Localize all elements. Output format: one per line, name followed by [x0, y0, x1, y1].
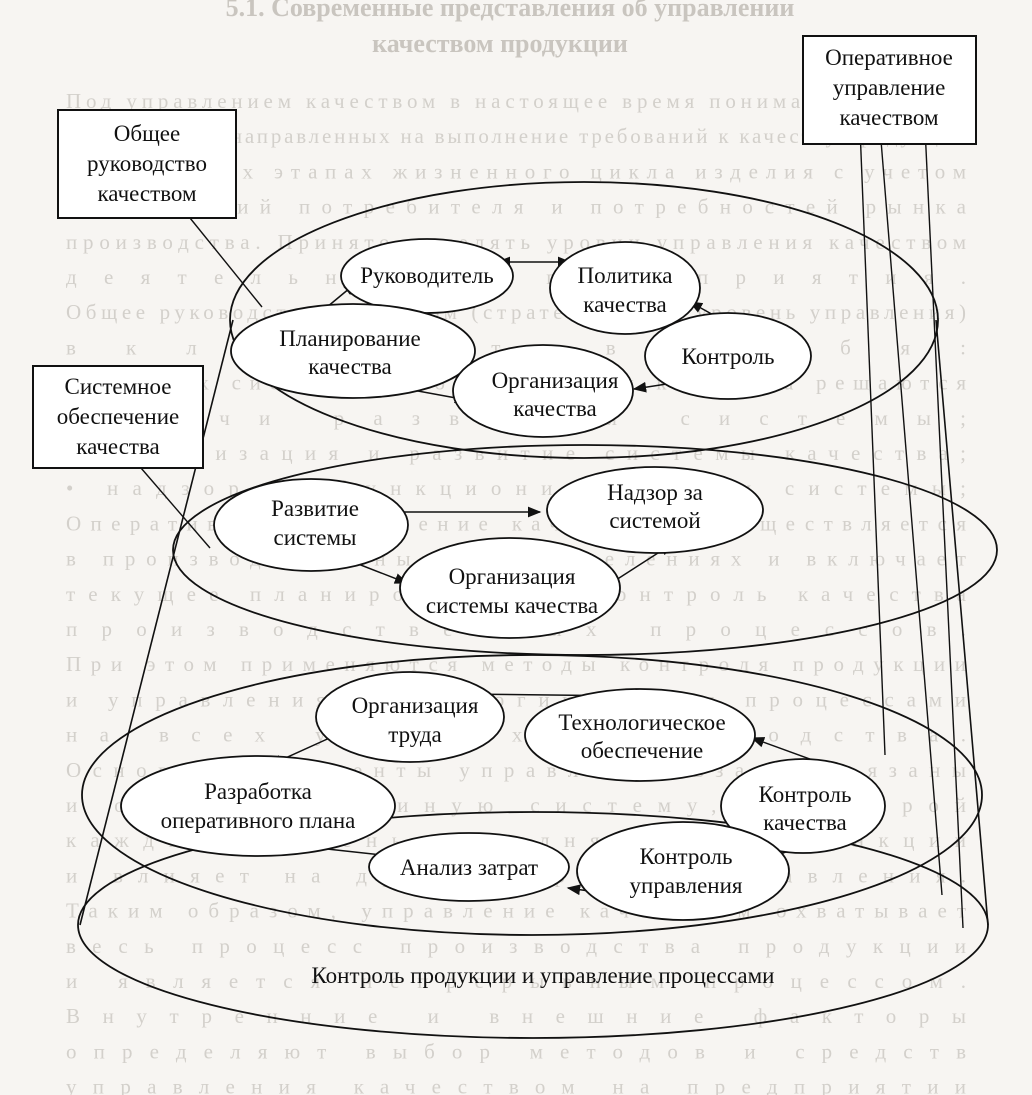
node-label: качества [763, 810, 847, 835]
node-quality-system-organization: Организация системы качества [399, 537, 621, 639]
node-label: системы качества [426, 593, 598, 618]
node-management-control: Контроль управления [576, 821, 790, 921]
node-label: Организация [449, 564, 576, 589]
node-label: Надзор за [607, 480, 703, 505]
page-header-line: качеством продукции [372, 29, 628, 58]
node-quality-control: Контроль качества [720, 758, 886, 854]
node-label: Контроль [640, 844, 733, 869]
callout-leaders [140, 127, 964, 929]
callout-line: Системное [65, 374, 172, 399]
background-text-line: Таким образом, управление качеством охва… [66, 899, 966, 923]
node-label: Организация [492, 368, 619, 393]
node-technology-support: Технологическое обеспечение [524, 688, 756, 782]
node-label: качества [308, 354, 392, 379]
node-control: Контроль [644, 312, 812, 400]
node-label: Анализ затрат [400, 855, 538, 880]
tier-ellipse-top [229, 181, 939, 459]
callout-operational-management: Оперативное управление качеством [802, 35, 977, 145]
background-text-line: на всех уровнях производства. [66, 723, 966, 747]
node-system-supervision: Надзор за системой [546, 466, 764, 554]
node-label: обеспечение [581, 738, 703, 763]
node-label: труда [388, 722, 442, 747]
node-label: Развитие [271, 496, 359, 521]
tier-ellipse-middle [172, 444, 998, 656]
background-text-line: • надзор за функционированием системы; [66, 476, 966, 500]
node-label: оперативного плана [161, 808, 356, 833]
callout-general-management: Общее руководство качеством [57, 109, 237, 219]
frustum-outline [79, 319, 989, 926]
background-text-line: Оперативное управление качеством осущест… [66, 511, 966, 535]
node-labor-organization: Организация труда [315, 671, 505, 763]
node-leader: Руководитель [340, 238, 514, 314]
node-label: Контроль [759, 782, 852, 807]
node-label: качества [513, 396, 597, 421]
node-label: Политика [578, 263, 673, 288]
background-text-line: Общее руководство качеством (стратегичес… [66, 300, 966, 324]
page-header-line: 5.1. Современные представления об управл… [226, 0, 795, 22]
page-header: 5.1. Современные представления об управл… [226, 0, 795, 58]
base-label: Контроль продукции и управление процесса… [311, 963, 774, 988]
node-label: Организация [352, 693, 479, 718]
callout-line: качеством [839, 105, 938, 130]
node-label: управления [630, 873, 743, 898]
tier-ellipse-bottom [81, 654, 983, 936]
node-label: Планирование [279, 326, 421, 351]
callout-line: Общее [114, 121, 180, 146]
node-label: системой [609, 508, 700, 533]
node-label: Руководитель [360, 263, 494, 288]
node-label: системы [274, 525, 357, 550]
callout-line: Оперативное [825, 45, 953, 70]
background-text-line: производства. Принято выделять уровни уп… [66, 230, 966, 254]
background-text-line: определяют выбор методов и средств [66, 1039, 966, 1063]
callout-line: руководство [87, 151, 207, 176]
callout-system-assurance: Системное обеспечение качества [32, 365, 204, 469]
node-cost-analysis: Анализ затрат [368, 832, 570, 902]
node-system-development: Развитие системы [213, 478, 409, 572]
node-operational-plan: Разработка оперативного плана [120, 755, 396, 857]
callout-line: управление [833, 75, 946, 100]
background-text-line: Внутренние и внешние факторы [66, 1004, 966, 1028]
node-quality-organization: Организация качества [452, 344, 634, 438]
node-label: Контроль [682, 344, 775, 369]
base-ellipse [77, 811, 989, 1039]
callout-line: обеспечение [57, 404, 179, 429]
node-label: Технологическое [558, 710, 725, 735]
node-quality-planning: Планирование качества [230, 303, 476, 399]
callout-line: качеством [97, 181, 196, 206]
background-text-line: весь процесс производства продукции [66, 934, 966, 958]
node-label: качества [583, 292, 667, 317]
background-text-line: управления качеством на предприятии [66, 1075, 966, 1095]
callout-line: качества [76, 434, 160, 459]
node-label: Разработка [204, 779, 312, 804]
node-quality-policy: Политика качества [549, 241, 701, 335]
background-text-line: деятельности предприятия. [66, 265, 966, 289]
